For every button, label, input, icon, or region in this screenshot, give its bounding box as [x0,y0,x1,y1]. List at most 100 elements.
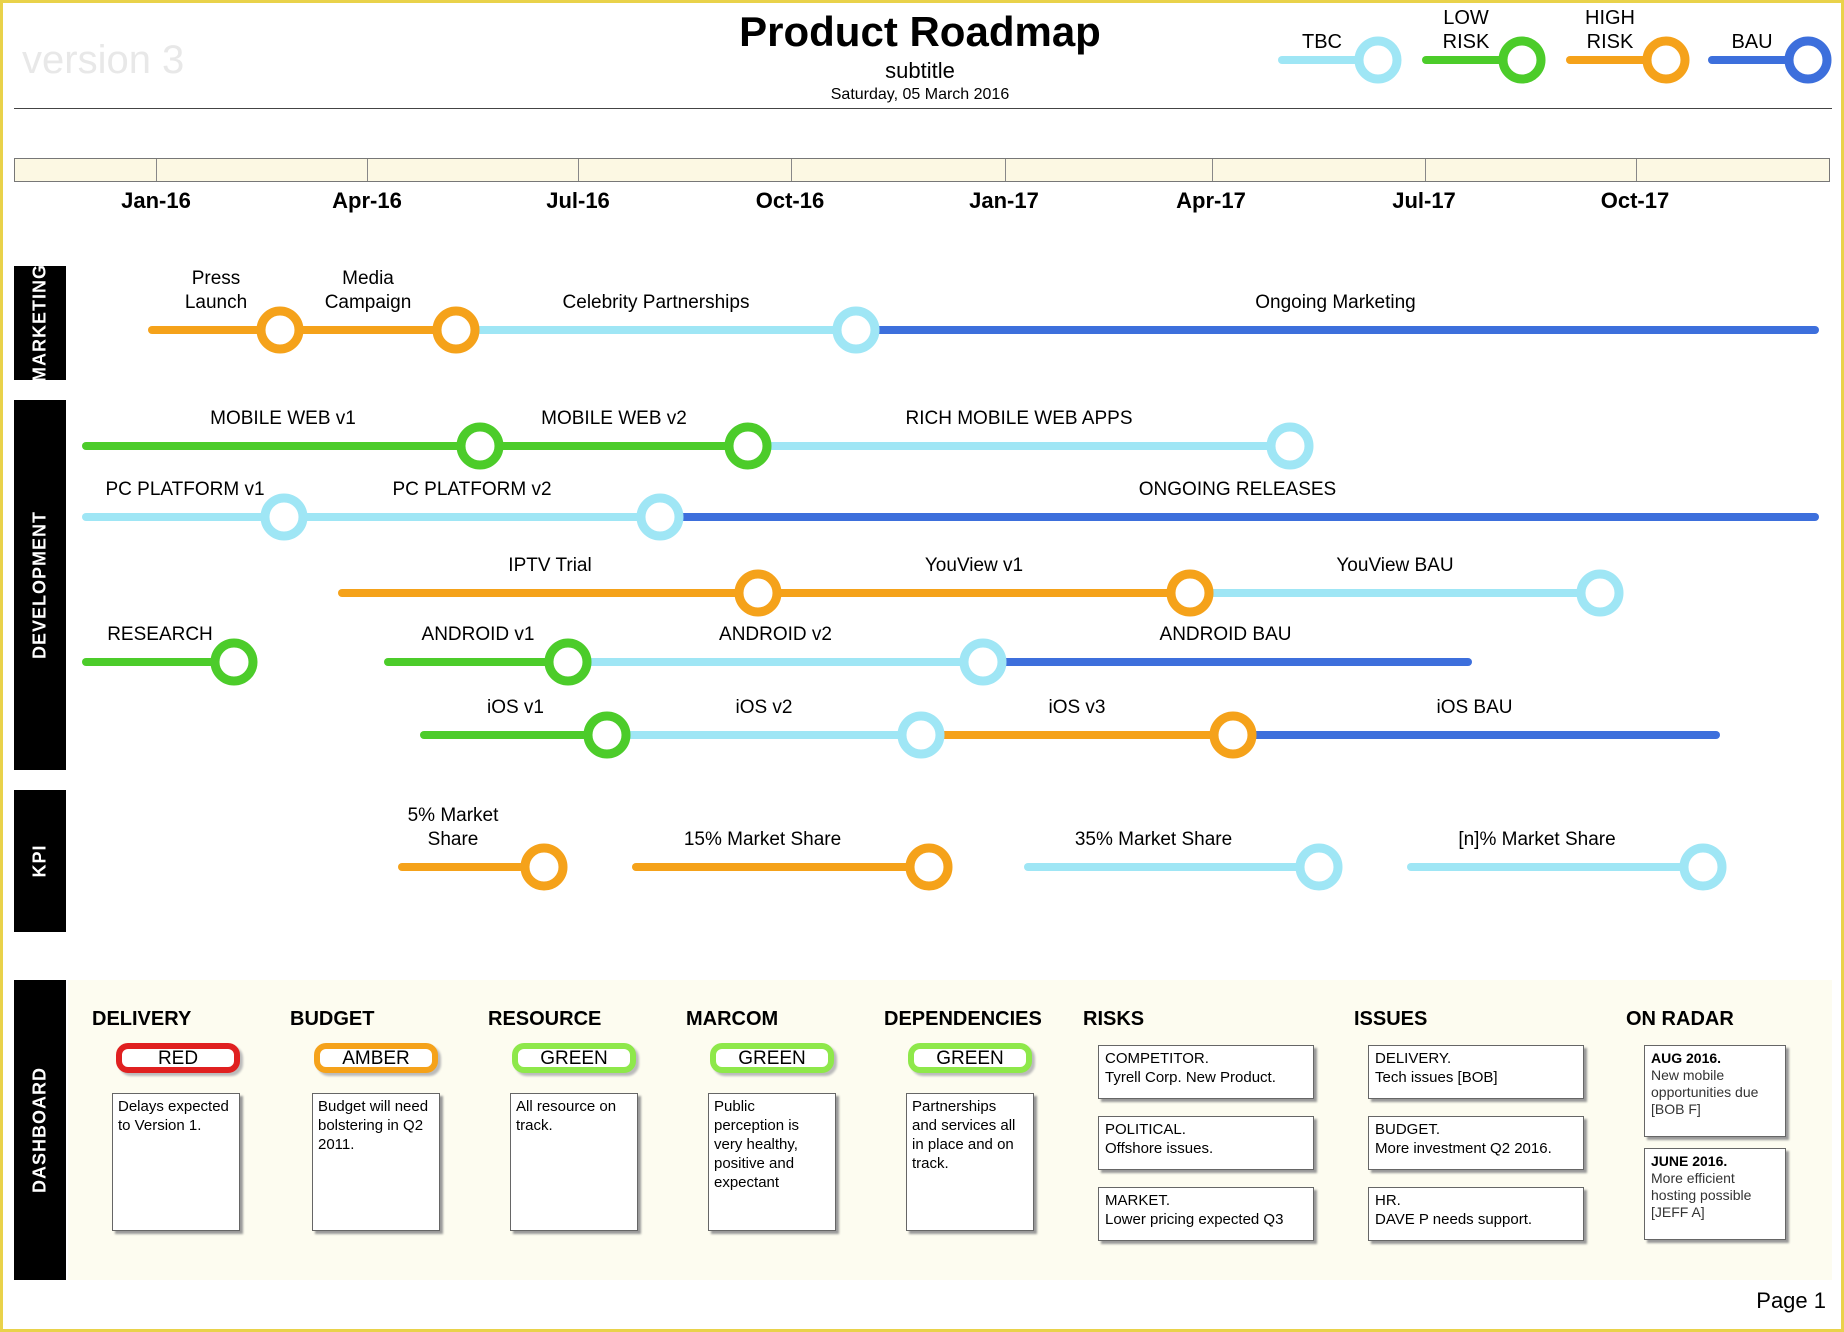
timeline-tick [1212,159,1213,181]
timeline-tick [156,159,157,181]
dependencies-status-badge: GREEN [908,1043,1032,1073]
milestone-marker [897,711,945,759]
segment-label: 35% Market Share [1075,829,1232,850]
segment-label: Ongoing Marketing [1255,292,1416,313]
milestone-marker [832,306,880,354]
section-kpi: KPI [14,790,66,932]
risk-text: Lower pricing expected Q3 [1105,1211,1284,1228]
dashboard-heading-budget: BUDGET [290,1008,375,1030]
segment-label: [n]% Market Share [1458,829,1615,850]
segment-label: iOS BAU [1436,697,1512,718]
legend-label: RISK [1587,31,1634,53]
page-number: Page 1 [1756,1288,1826,1313]
segment-label: Media [342,268,394,289]
milestone-marker [1679,843,1727,891]
segment-label: Launch [185,292,247,313]
segment-label: 15% Market Share [684,829,841,850]
milestone-marker [544,638,592,686]
segment-label: ONGOING RELEASES [1139,479,1336,500]
delivery-note: Delays expected to Version 1. [112,1093,240,1231]
milestone-marker [1498,36,1546,84]
radar-item: AUG 2016. New mobile opportunities due [… [1644,1045,1786,1137]
risk-item: COMPETITOR. Tyrell Corp. New Product. [1098,1045,1314,1099]
segment-label: IPTV Trial [508,555,591,576]
risk-item: POLITICAL. Offshore issues. [1098,1116,1314,1170]
radar-item: JUNE 2016. More efficient hosting possib… [1644,1148,1786,1240]
timeline-tick [1636,159,1637,181]
section-development: DEVELOPMENT [14,400,66,770]
milestone-marker [520,843,568,891]
timeline-tick [367,159,368,181]
page-subtitle: subtitle [885,58,955,83]
milestone-marker [1576,569,1624,617]
issue-item: HR. DAVE P needs support. [1368,1187,1584,1241]
milestone-marker [959,638,1007,686]
section-marketing: MARKETING [14,264,66,382]
milestone-marker [734,569,782,617]
segment-label: Celebrity Partnerships [563,292,750,313]
dashboard-heading-marcom: MARCOM [686,1008,779,1030]
milestone-marker [260,493,308,541]
month-label: Apr-17 [1176,188,1246,213]
segment-label: RESEARCH [107,624,213,645]
section-dashboard: DASHBOARD [14,980,66,1280]
budget-status-badge: AMBER [314,1043,438,1073]
month-label: Oct-17 [1600,188,1670,213]
radar-text: New mobile opportunities due [BOB F] [1651,1067,1759,1117]
dashboard-heading-risks: RISKS [1083,1008,1145,1030]
timeline-tick [791,159,792,181]
resource-note: All resource on track. [510,1093,638,1231]
milestone-marker [1266,422,1314,470]
issue-item: BUDGET. More investment Q2 2016. [1368,1116,1584,1170]
segment-label: PC PLATFORM v2 [392,479,551,500]
milestone-marker [256,306,304,354]
segment-label: iOS v3 [1048,697,1105,718]
segment-label: Campaign [325,292,412,313]
legend-label: TBC [1302,31,1342,53]
timeline-tick [1425,159,1426,181]
legend-label: LOW [1443,7,1489,29]
milestone-marker [1642,36,1690,84]
timeline-tick [578,159,579,181]
milestone-marker [583,711,631,759]
resource-status-badge: GREEN [512,1043,636,1073]
radar-text: More efficient hosting possible [JEFF A] [1651,1170,1752,1220]
month-label: Jul-17 [1392,188,1456,213]
header-divider [14,108,1832,109]
issue-text: More investment Q2 2016. [1375,1140,1552,1157]
issue-title: HR. [1375,1192,1401,1209]
dependencies-note: Partnerships and services all in place a… [906,1093,1034,1231]
month-label: Jan-16 [121,188,191,213]
segment-label: PC PLATFORM v1 [105,479,264,500]
legend-label: RISK [1443,31,1490,53]
page-date: Saturday, 05 March 2016 [830,86,1010,103]
risk-title: POLITICAL. [1105,1121,1186,1138]
dashboard-heading-resource: RESOURCE [488,1008,602,1030]
month-label: Oct-16 [755,188,825,213]
issue-title: BUDGET. [1375,1121,1441,1138]
legend-label: HIGH [1585,7,1635,29]
segment-label: MOBILE WEB v1 [210,408,356,429]
radar-title: JUNE 2016. [1651,1153,1728,1169]
timeline-bar [14,158,1830,182]
segment-label: YouView v1 [925,555,1023,576]
milestone-marker [905,843,953,891]
dashboard-heading-issues: ISSUES [1354,1008,1428,1030]
marcom-status-badge: GREEN [710,1043,834,1073]
milestone-marker [1295,843,1343,891]
legend-label: BAU [1731,31,1772,53]
risk-text: Tyrell Corp. New Product. [1105,1069,1276,1086]
delivery-status-badge: RED [116,1043,240,1073]
risk-item: MARKET. Lower pricing expected Q3 [1098,1187,1314,1241]
timeline-tick [1005,159,1006,181]
month-label: Jul-16 [546,188,610,213]
segment-label: ANDROID v1 [422,624,535,645]
risk-title: COMPETITOR. [1105,1050,1209,1067]
risk-title: MARKET. [1105,1192,1171,1209]
milestone-marker [1354,36,1402,84]
segment-label: YouView BAU [1336,555,1453,576]
milestone-marker [636,493,684,541]
issue-item: DELIVERY. Tech issues [BOB] [1368,1045,1584,1099]
